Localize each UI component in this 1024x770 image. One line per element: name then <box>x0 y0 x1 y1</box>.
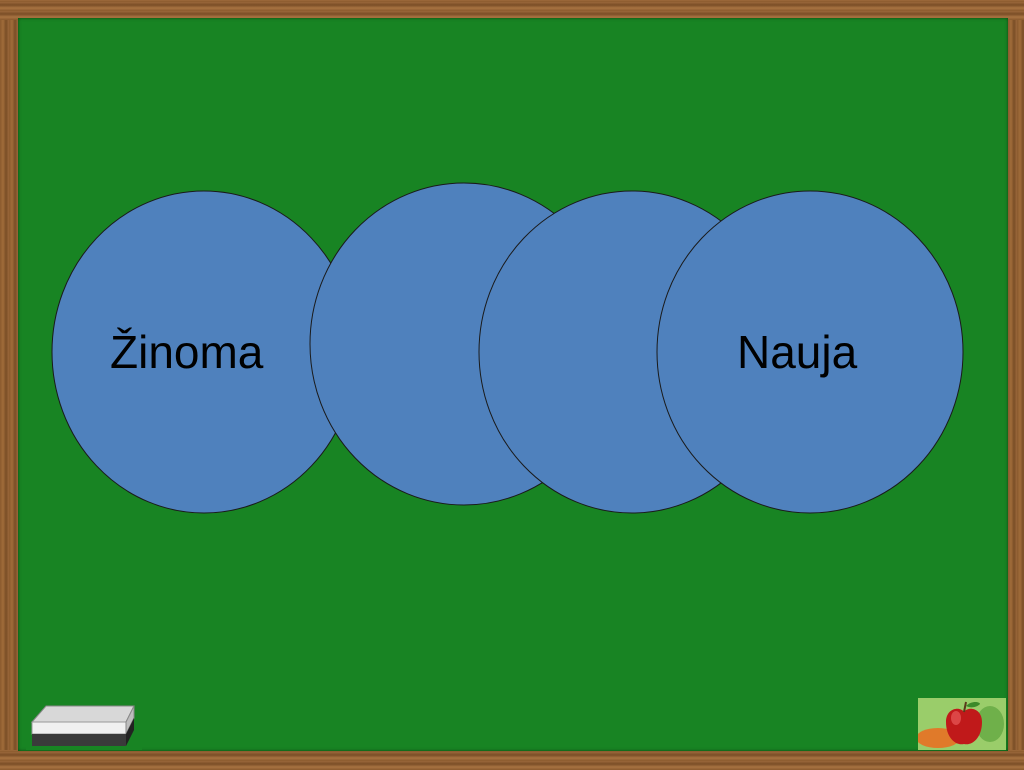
circle-known-label: Žinoma <box>110 326 264 378</box>
chalkboard-frame-bottom <box>0 750 1024 770</box>
circle-new-label: Nauja <box>737 326 858 378</box>
circle-new <box>656 190 964 514</box>
chalkboard-eraser-icon <box>26 700 142 750</box>
apple-icon <box>918 698 1006 750</box>
chalkboard-frame-top <box>0 0 1024 20</box>
